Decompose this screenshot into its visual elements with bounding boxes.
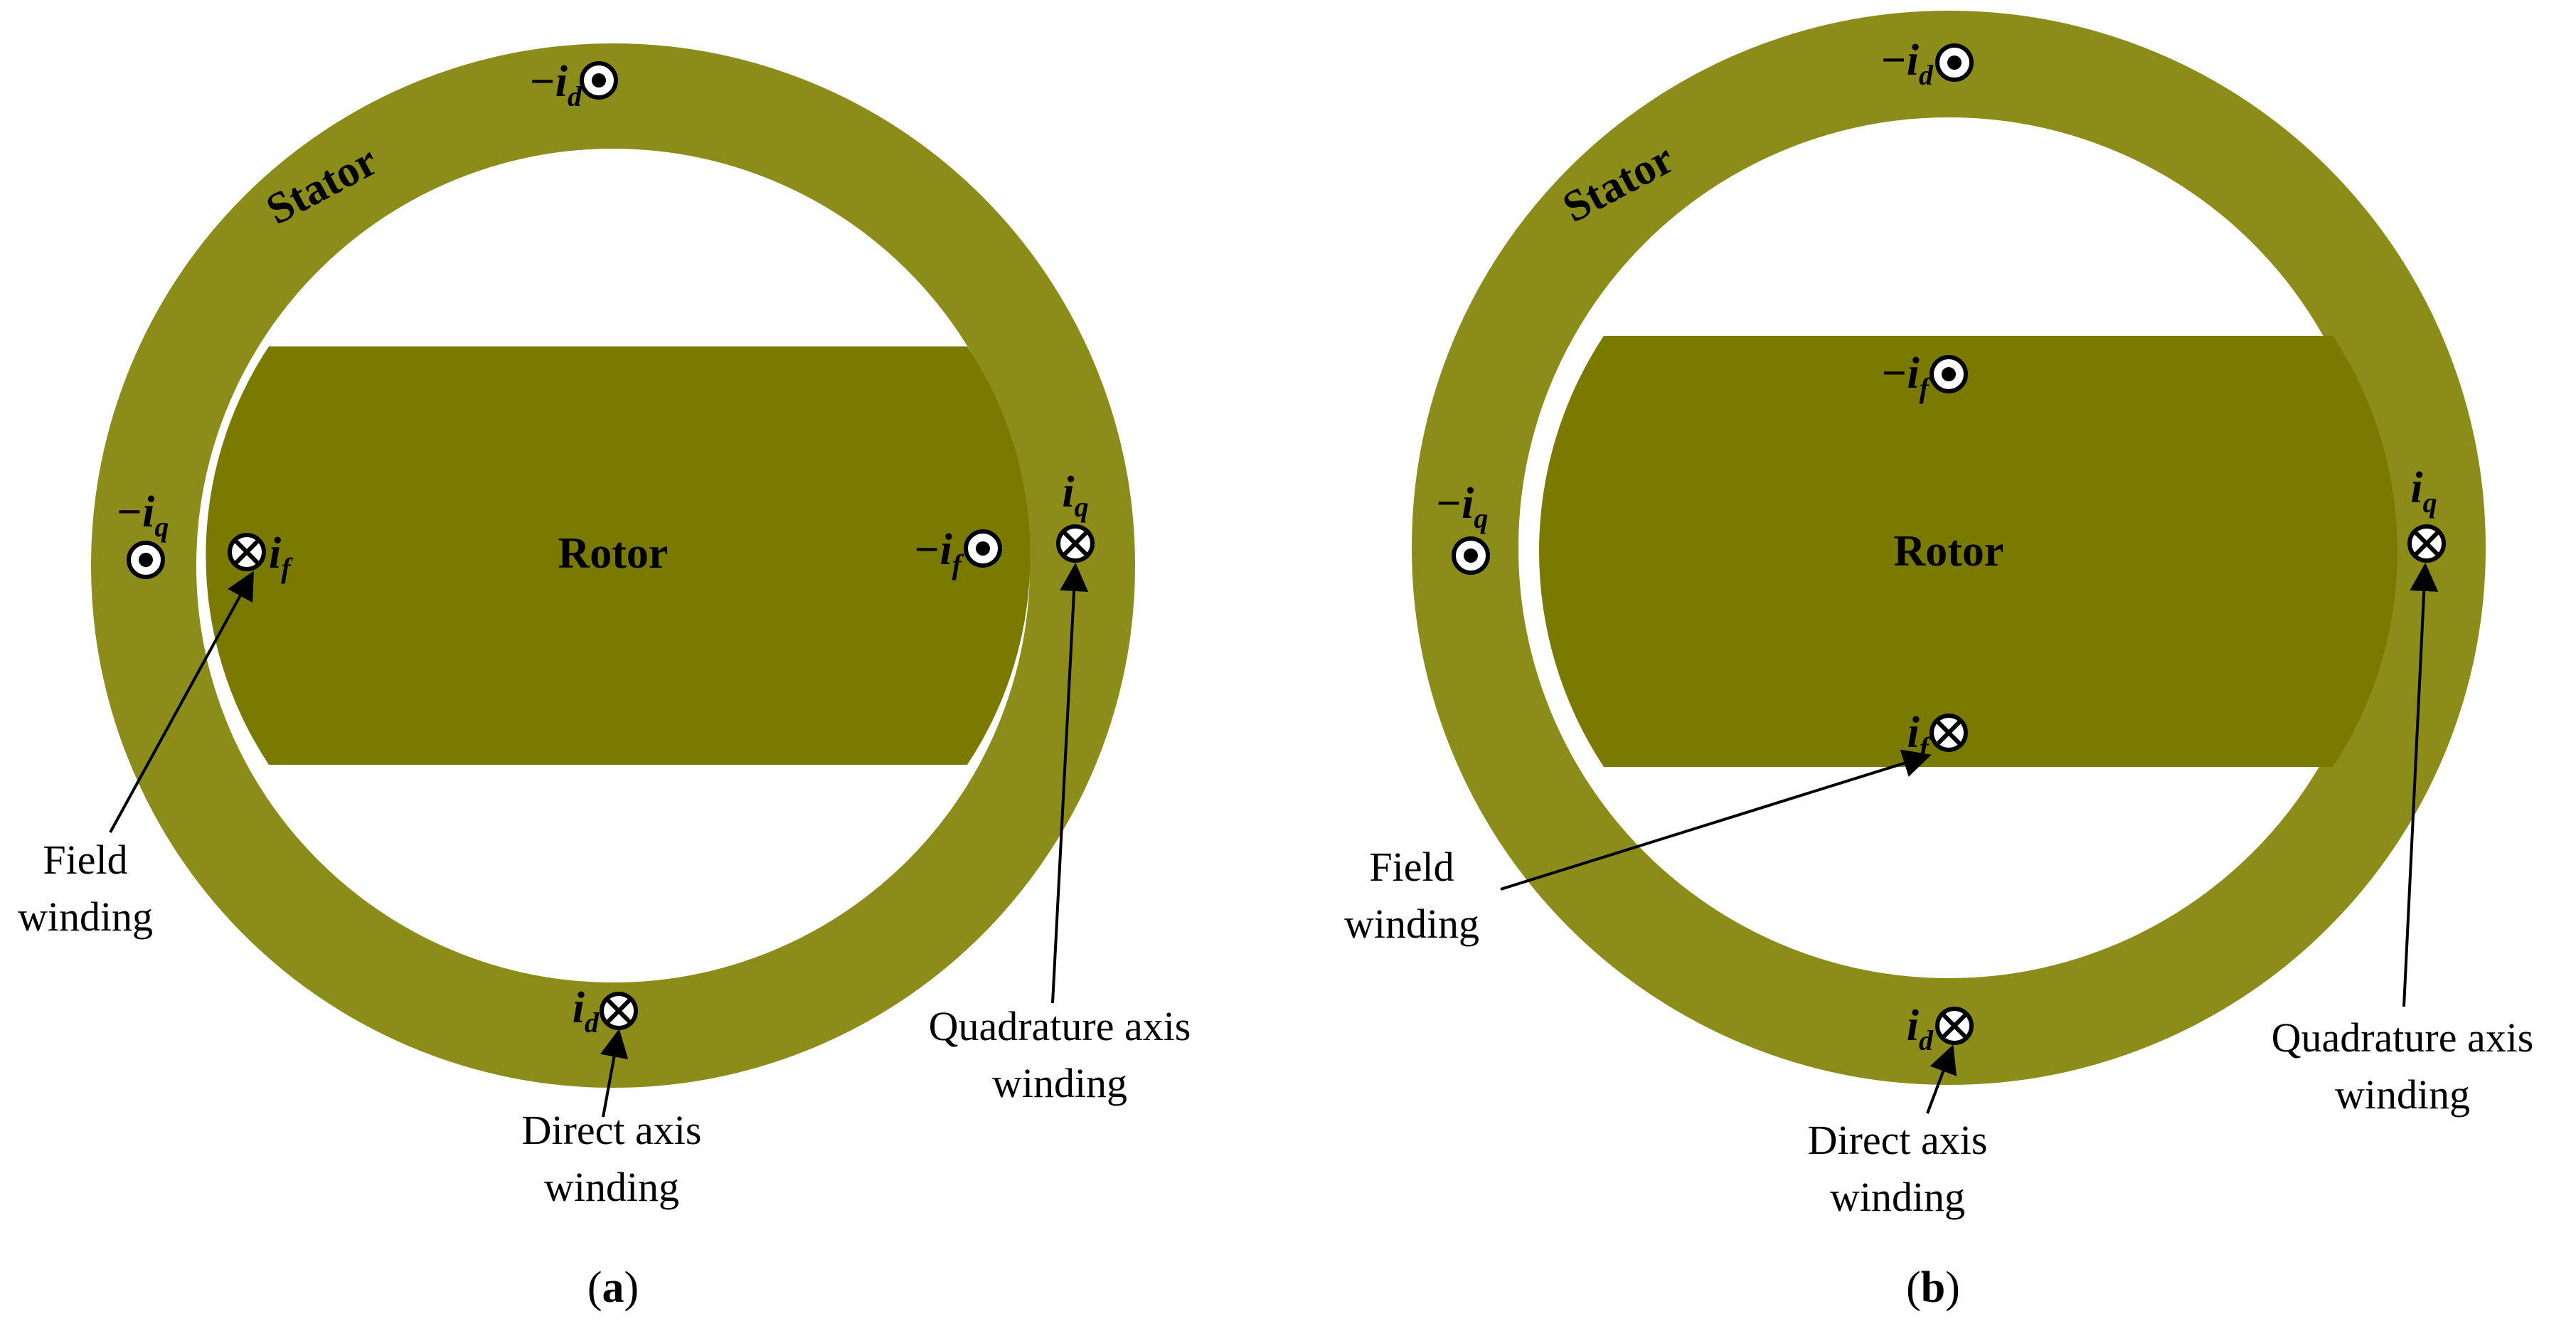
caption-letter: a bbox=[602, 1263, 624, 1312]
svg-text:−iq: −iq bbox=[116, 488, 169, 543]
direct-axis-arrow-b bbox=[1926, 1044, 1957, 1114]
quadrature-axis-arrow-b bbox=[2402, 563, 2439, 1007]
current-sub: f bbox=[952, 548, 964, 581]
current-neg-id-a: −id bbox=[528, 58, 618, 112]
current-out-of-page-icon bbox=[1452, 536, 1490, 575]
current-sign: − bbox=[913, 526, 940, 574]
panel-b: Stator Rotor −id id − bbox=[1344, 11, 2534, 1312]
direct-axis-label-a-line1: Direct axis bbox=[522, 1107, 702, 1153]
current-out-of-page-icon bbox=[964, 529, 1002, 568]
current-out-of-page-icon bbox=[1930, 355, 1968, 393]
quadrature-axis-label-b-line1: Quadrature axis bbox=[2272, 1014, 2534, 1061]
field-winding-label-b-line1: Field bbox=[1369, 844, 1454, 890]
caption-b: (b) bbox=[1906, 1263, 1960, 1312]
quadrature-axis-arrow-a bbox=[1051, 563, 1089, 1004]
current-var: i bbox=[1907, 36, 1919, 85]
current-var: i bbox=[1907, 349, 1919, 398]
rotor-label-b: Rotor bbox=[1894, 527, 2004, 576]
quadrature-axis-label-a-line1: Quadrature axis bbox=[929, 1003, 1191, 1049]
current-pos-iq-a: iq bbox=[1056, 468, 1095, 563]
quadrature-axis-label-b-line2: winding bbox=[2335, 1071, 2470, 1118]
current-var: i bbox=[940, 526, 952, 574]
field-winding-label-a-line1: Field bbox=[43, 837, 127, 883]
current-var: i bbox=[1462, 479, 1474, 528]
current-sub: f bbox=[1920, 372, 1932, 404]
current-pos-if-a: if bbox=[228, 529, 293, 584]
current-pos-id-a: id bbox=[573, 984, 638, 1039]
current-into-page-icon bbox=[1056, 524, 1095, 563]
current-sub: q bbox=[1474, 502, 1488, 534]
svg-text:−id: −id bbox=[1880, 36, 1934, 91]
rotor-label-a: Rotor bbox=[558, 529, 669, 578]
direct-axis-label-b-line1: Direct axis bbox=[1808, 1117, 1988, 1163]
current-out-of-page-icon bbox=[127, 541, 165, 579]
svg-text:id: id bbox=[573, 984, 600, 1039]
svg-text:−iq: −iq bbox=[1435, 479, 1489, 534]
direct-axis-label-b-line2: winding bbox=[1830, 1174, 1965, 1220]
caption-letter: b bbox=[1921, 1263, 1945, 1312]
current-sub: d bbox=[1919, 1024, 1934, 1056]
current-into-page-icon bbox=[600, 992, 638, 1030]
current-neg-if-b: −if bbox=[1880, 349, 1968, 404]
direct-axis-arrow-a bbox=[600, 1029, 629, 1118]
svg-text:−if: −if bbox=[913, 526, 964, 581]
field-winding-label-b-line2: winding bbox=[1344, 901, 1479, 947]
current-out-of-page-icon bbox=[580, 61, 618, 100]
current-sub: f bbox=[281, 552, 293, 584]
current-neg-iq-a: −iq bbox=[116, 488, 169, 579]
field-winding-arrow-a bbox=[109, 571, 254, 833]
svg-text:iq: iq bbox=[1062, 468, 1088, 523]
current-var: i bbox=[142, 488, 154, 536]
current-sub: q bbox=[2423, 487, 2437, 519]
current-into-page-icon bbox=[1930, 714, 1968, 752]
current-sub: d bbox=[568, 80, 582, 112]
current-sub: d bbox=[585, 1007, 600, 1039]
current-into-page-icon bbox=[2407, 524, 2446, 563]
rotor-b bbox=[1539, 336, 2397, 767]
current-sign: − bbox=[1880, 349, 1907, 398]
panel-a: Stator Rotor −id id − bbox=[18, 43, 1191, 1312]
current-var: i bbox=[269, 529, 281, 578]
current-out-of-page-icon bbox=[1935, 43, 1974, 82]
current-into-page-icon bbox=[1935, 1007, 1974, 1045]
current-var: i bbox=[555, 58, 568, 106]
current-sign: − bbox=[116, 488, 143, 536]
current-pos-iq-b: iq bbox=[2407, 464, 2446, 563]
current-into-page-icon bbox=[228, 533, 266, 571]
current-var: i bbox=[1062, 468, 1074, 516]
current-sign: − bbox=[1435, 479, 1462, 528]
current-var: i bbox=[2410, 464, 2422, 512]
svg-text:if: if bbox=[269, 529, 293, 584]
field-winding-arrow-b bbox=[1500, 749, 1932, 891]
current-sub: d bbox=[1919, 59, 1934, 91]
field-winding-label-a-line2: winding bbox=[18, 894, 153, 940]
current-sub: q bbox=[1075, 491, 1089, 523]
rotor-a bbox=[206, 346, 1031, 765]
current-neg-if-a: −if bbox=[913, 526, 1002, 581]
svg-text:iq: iq bbox=[2410, 464, 2437, 519]
current-var: i bbox=[1907, 709, 1919, 757]
svg-text:−id: −id bbox=[528, 58, 582, 112]
quadrature-axis-label-a-line2: winding bbox=[992, 1060, 1127, 1106]
current-sub: q bbox=[154, 511, 169, 543]
svg-text:−if: −if bbox=[1880, 349, 1932, 404]
current-neg-id-b: −id bbox=[1880, 36, 1974, 91]
direct-axis-label-a-line2: winding bbox=[544, 1164, 679, 1210]
current-pos-id-b: id bbox=[1907, 1002, 1974, 1056]
current-sign: − bbox=[528, 58, 555, 106]
current-var: i bbox=[573, 984, 585, 1032]
caption-a: (a) bbox=[587, 1263, 639, 1312]
current-neg-iq-b: −iq bbox=[1435, 479, 1490, 575]
current-var: i bbox=[1907, 1002, 1919, 1050]
current-sign: − bbox=[1880, 36, 1907, 85]
